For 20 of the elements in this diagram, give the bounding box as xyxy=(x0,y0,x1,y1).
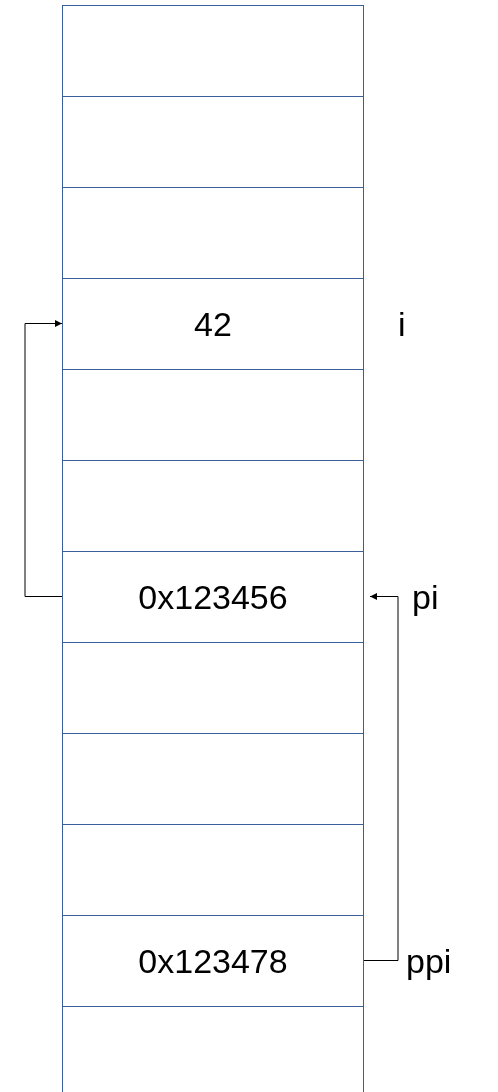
empty-memory-cell xyxy=(62,642,364,734)
empty-memory-cell xyxy=(62,824,364,916)
cell-value: 42 xyxy=(194,304,232,344)
empty-memory-cell xyxy=(62,369,364,461)
memory-cell xyxy=(62,915,364,1007)
variable-name: pi xyxy=(412,579,439,614)
pointer-arrow xyxy=(24,320,63,597)
empty-memory-cell xyxy=(62,733,364,825)
pointer-arrow xyxy=(363,593,399,961)
empty-memory-cell xyxy=(62,5,364,97)
empty-memory-cell xyxy=(62,96,364,188)
empty-memory-cell xyxy=(62,187,364,279)
cell-value: 0x123478 xyxy=(138,941,288,981)
cell-value: 0x123456 xyxy=(138,577,288,617)
empty-memory-cell xyxy=(62,460,364,552)
empty-memory-cell xyxy=(62,1006,364,1092)
variable-name: ppi xyxy=(406,943,452,978)
memory-cell xyxy=(62,551,364,643)
memory-cell xyxy=(62,278,364,370)
variable-name: i xyxy=(398,306,406,341)
